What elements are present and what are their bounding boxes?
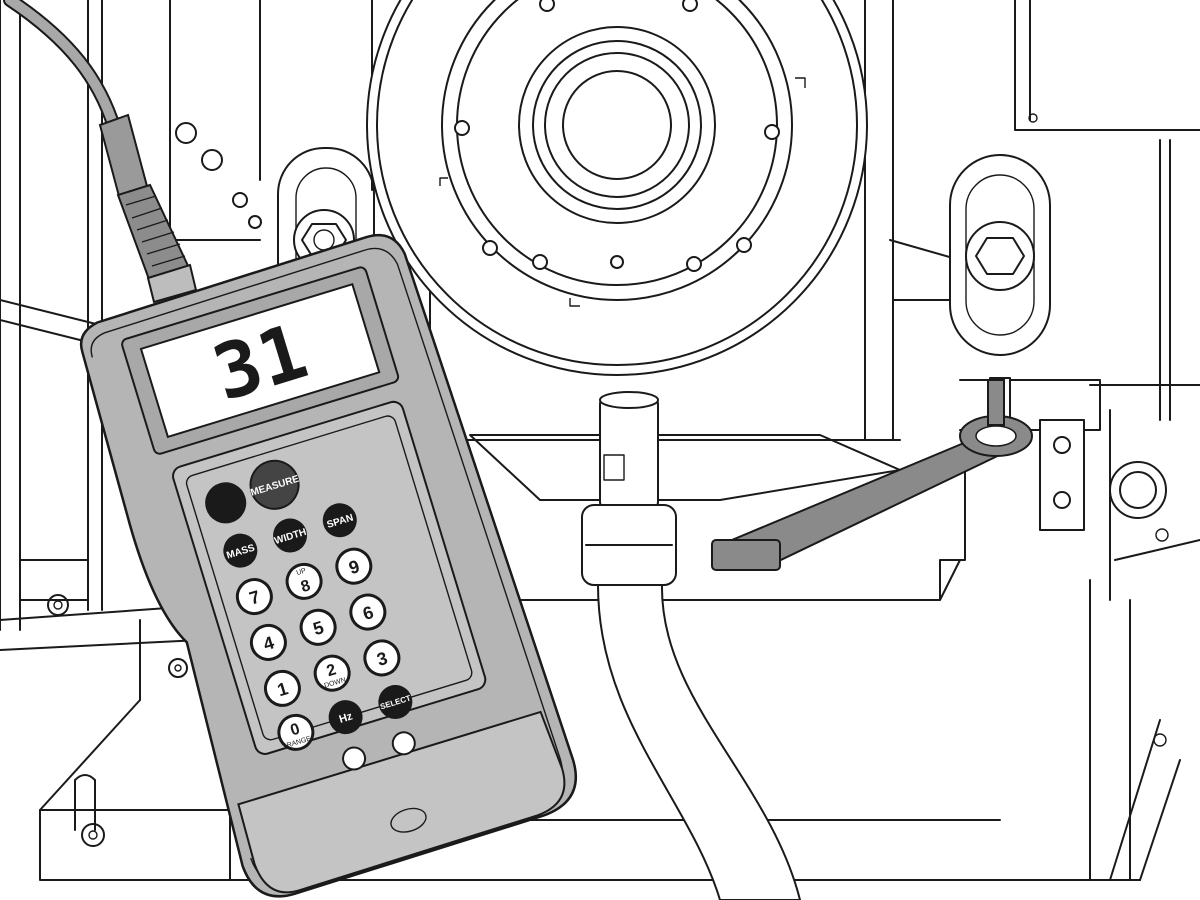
key-1[interactable]: 1 — [261, 667, 303, 709]
handheld-meter: 31 MEASURE MASS WIDTH SPAN 7 8 — [79, 233, 578, 898]
key-6[interactable]: 6 — [347, 591, 389, 633]
key-7[interactable]: 7 — [233, 575, 275, 617]
key-4[interactable]: 4 — [247, 621, 289, 663]
power-key[interactable] — [201, 478, 251, 528]
key-0-range[interactable]: 0 RANGE — [275, 711, 317, 753]
right-bracket — [949, 0, 1200, 881]
meter-bottom-cap — [237, 710, 566, 894]
key-2-down[interactable]: 2 DOWN — [311, 652, 353, 694]
wrench-icon — [711, 379, 1033, 571]
key-9[interactable]: 9 — [333, 545, 375, 587]
width-key[interactable]: WIDTH — [269, 514, 311, 556]
key-5[interactable]: 5 — [297, 606, 339, 648]
flange-bolts — [454, 0, 780, 272]
span-key[interactable]: SPAN — [319, 499, 361, 541]
cable-connector — [98, 113, 198, 304]
display-window — [139, 283, 381, 439]
mass-key[interactable]: MASS — [219, 529, 261, 571]
hz-key-label: Hz — [338, 710, 355, 726]
fitting-and-hose — [581, 391, 801, 900]
hz-key[interactable]: Hz — [324, 696, 366, 738]
flange-assembly — [366, 0, 868, 376]
indicator-lights — [342, 731, 416, 771]
key-8-up[interactable]: 8 UP — [283, 560, 325, 602]
key-8-sub-label: UP — [296, 567, 308, 577]
select-key[interactable]: SELECT — [374, 681, 416, 723]
measure-key[interactable]: MEASURE — [244, 454, 306, 515]
sensor-cable — [3, 0, 198, 304]
key-3[interactable]: 3 — [361, 637, 403, 679]
